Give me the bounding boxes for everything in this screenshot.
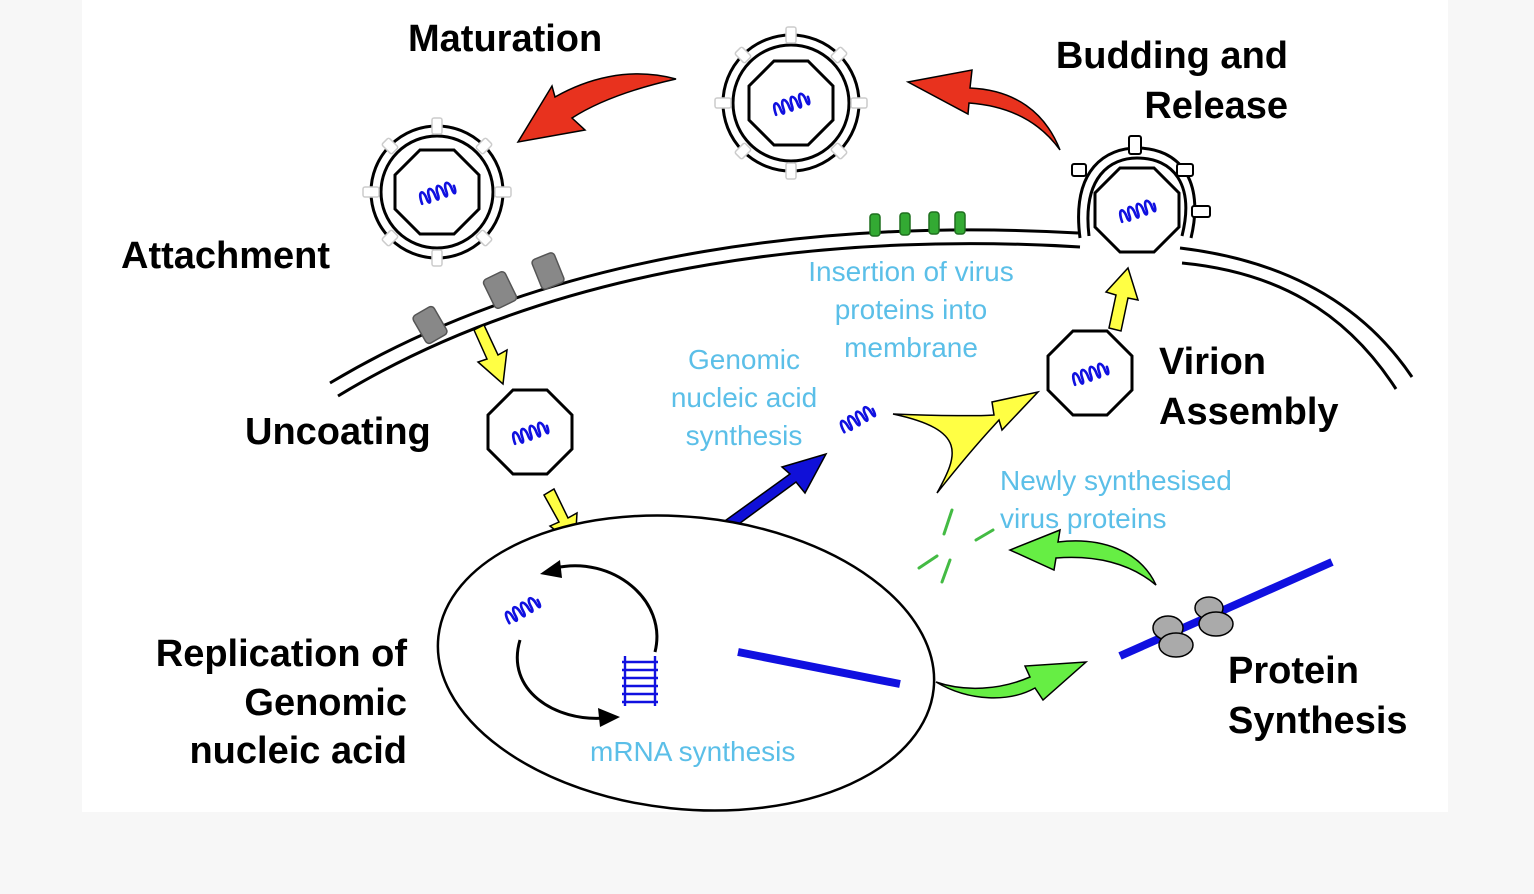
process-label-insertion-line2: proteins into	[835, 294, 988, 325]
double-stranded-template	[622, 656, 658, 706]
maturation-arrow	[516, 73, 677, 144]
stage-label-protein-line1: Protein	[1228, 650, 1359, 692]
cytoplasmic-mrna	[1118, 558, 1334, 660]
mrna-strand	[737, 648, 901, 688]
process-label-mrna: mRNA synthesis	[590, 736, 795, 767]
newly-synthesised-proteins	[917, 508, 995, 584]
process-label-genomic-line2: nucleic acid	[671, 382, 817, 413]
stage-label-replication-line2: Genomic	[244, 682, 407, 724]
inserted-membrane-proteins	[869, 211, 966, 237]
genomic-nucleic-acid-free	[837, 403, 878, 435]
uncoated-capsid	[486, 388, 574, 476]
assembly-to-budding-arrow	[1104, 266, 1140, 332]
process-label-genomic-line1: Genomic	[688, 344, 800, 375]
stage-label-replication-line3: nucleic acid	[189, 730, 407, 772]
stage-label-budding-line1: Budding and	[1056, 35, 1288, 77]
assembled-virion	[1046, 329, 1134, 417]
stage-label-replication-line1: Replication of	[156, 633, 408, 675]
ribosomes	[1152, 596, 1234, 658]
receptor-proteins	[412, 252, 565, 345]
stage-label-protein-line2: Synthesis	[1228, 700, 1408, 742]
frame-edge-right	[1448, 0, 1534, 894]
stage-label-attachment: Attachment	[121, 235, 330, 277]
process-label-insertion-line3: membrane	[844, 332, 978, 363]
ribosome-to-proteins-arrow	[1008, 528, 1157, 586]
mrna-to-ribosome-arrow	[935, 661, 1089, 702]
enveloped-virion-top	[714, 26, 868, 180]
stage-label-maturation: Maturation	[408, 18, 602, 60]
nucleus	[436, 514, 936, 812]
stage-label-uncoating: Uncoating	[245, 411, 431, 453]
stage-label-virion-line1: Virion	[1159, 341, 1266, 383]
frame-edge-left	[0, 0, 82, 894]
process-label-newly-line2: virus proteins	[1000, 503, 1167, 534]
enveloped-virion-left	[362, 117, 512, 267]
stage-label-budding-line2: Release	[1144, 85, 1288, 127]
budding-virion	[1071, 135, 1211, 254]
frame-edge-bottom	[0, 812, 1534, 894]
process-label-newly-line1: Newly synthesised	[1000, 465, 1232, 496]
process-label-insertion-line1: Insertion of virus	[808, 256, 1013, 287]
budding-release-arrow	[905, 69, 1061, 151]
process-label-genomic-line3: synthesis	[686, 420, 803, 451]
stage-label-virion-line2: Assembly	[1159, 391, 1339, 433]
proteins-to-assembly-arrow	[892, 390, 1041, 494]
replication-cycle	[515, 560, 659, 727]
attachment-to-uncoating-arrow	[473, 323, 508, 386]
